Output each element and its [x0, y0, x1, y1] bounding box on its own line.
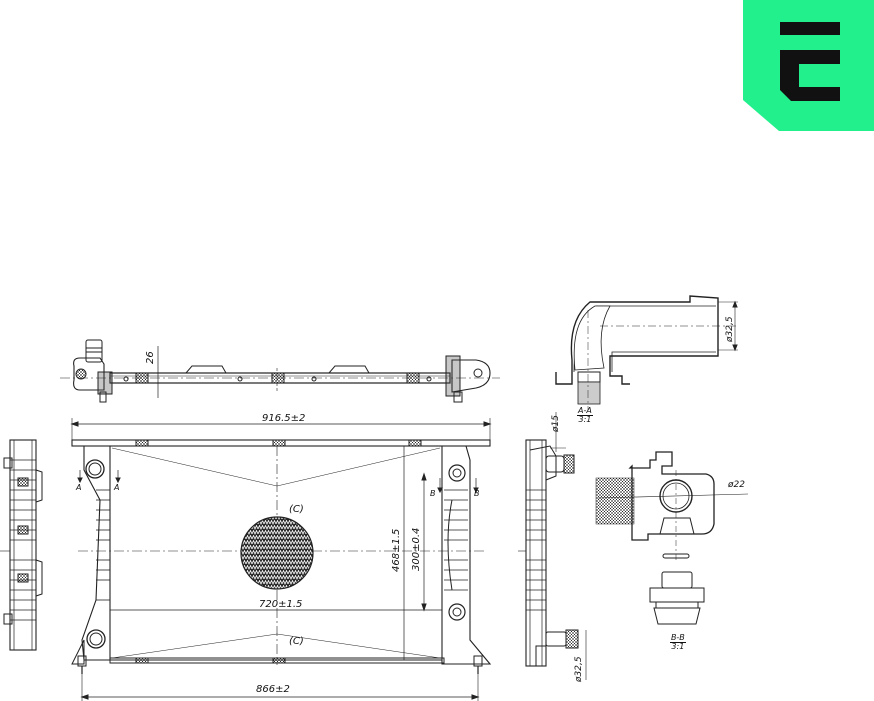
section-bb-title: B-B [670, 633, 686, 644]
section-aa-title: A-A [577, 406, 593, 417]
section-mark-b-right: B [474, 489, 480, 498]
section-aa-view [555, 295, 738, 410]
right-side-view [518, 412, 587, 680]
section-bb-scale: 3:1 [671, 642, 685, 652]
dimension-bottom-port-diameter: ø32,5 [574, 656, 584, 682]
section-aa-diameter: ø32,5 [725, 316, 735, 342]
section-mark-b-left: B [430, 489, 436, 498]
section-aa-label: A-A 3:1 [577, 406, 593, 425]
section-mark-a-left: A [76, 483, 82, 492]
hatch-label-bottom: (C) [289, 636, 304, 647]
section-bb-view [595, 451, 749, 625]
dimension-core-height: 468±1.5 [391, 528, 402, 572]
section-mark-a-right: A [114, 483, 120, 492]
logo-e-icon [743, 0, 874, 131]
dimension-tank-spacing: 300±0.4 [411, 527, 422, 571]
section-bb-label: B-B 3:1 [670, 633, 686, 652]
dimension-top-port-diameter: ø15 [551, 415, 561, 432]
front-view [70, 418, 492, 701]
dimension-mount-spacing: 866±2 [256, 684, 290, 695]
dimension-core-width: 720±1.5 [259, 599, 303, 610]
dimension-thickness: 26 [145, 351, 156, 364]
brand-logo [743, 0, 874, 131]
dimension-overall-width: 916.5±2 [262, 413, 306, 424]
top-view [60, 339, 500, 403]
left-side-view [0, 439, 43, 651]
section-bb-diameter: ø22 [728, 480, 745, 490]
section-aa-scale: 3:1 [578, 415, 592, 425]
hatch-label-top: (C) [289, 504, 304, 515]
